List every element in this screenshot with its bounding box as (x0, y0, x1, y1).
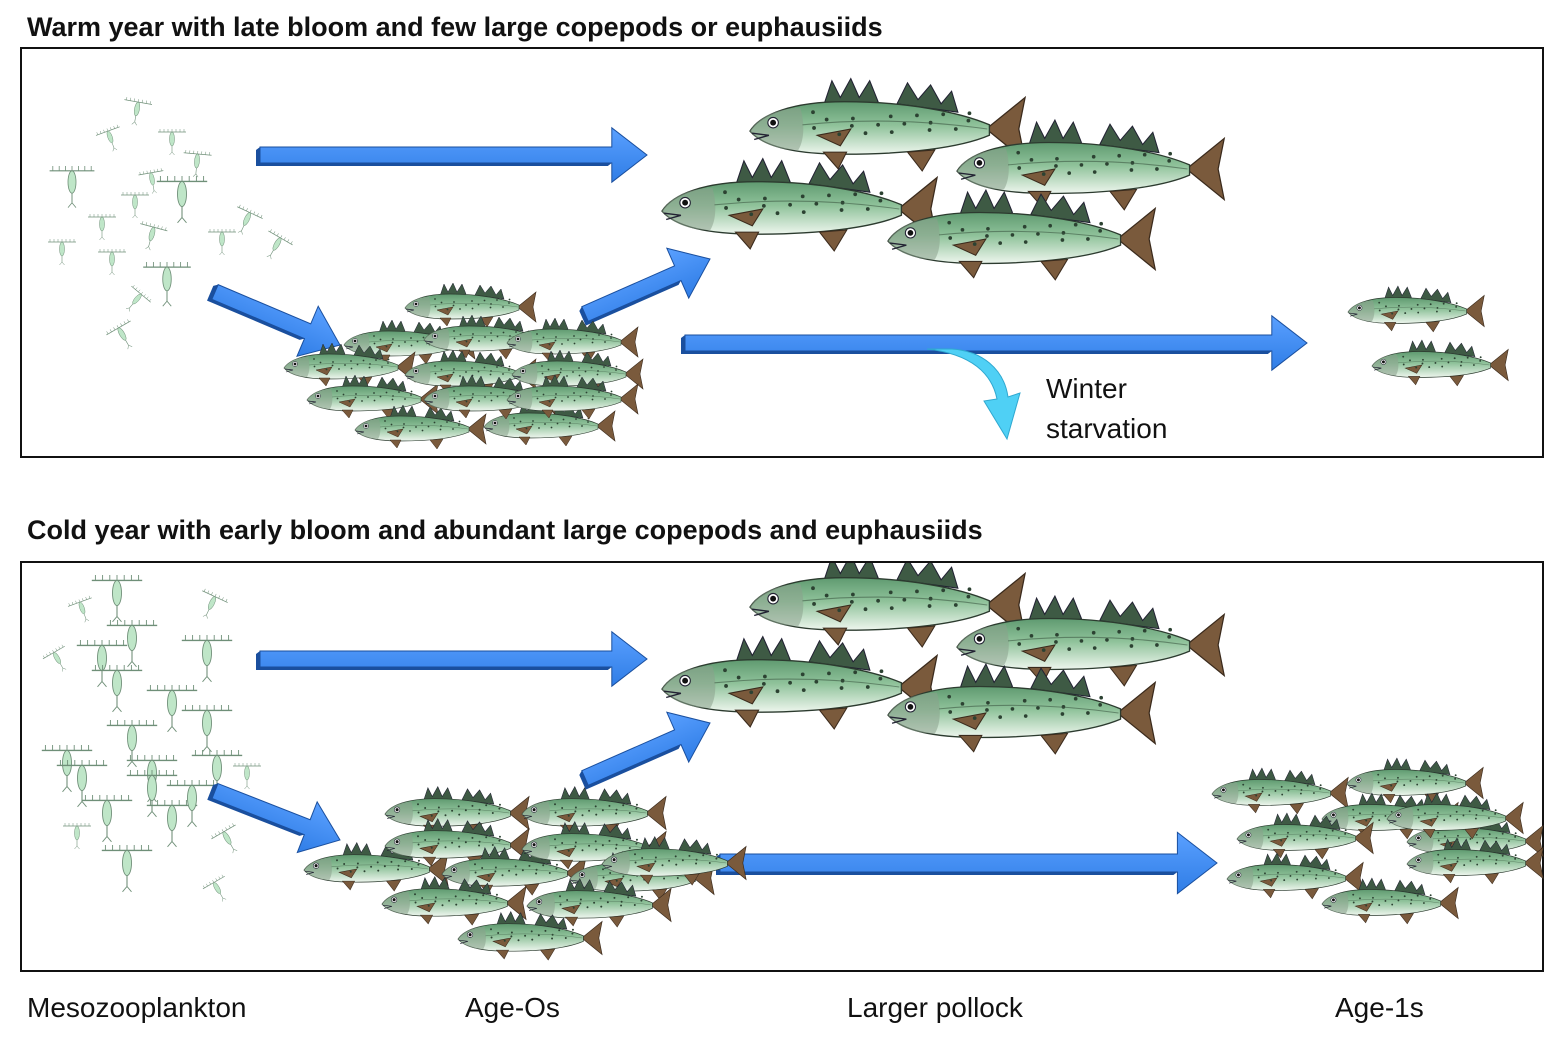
arrow-age0-to-age1 (716, 831, 1218, 895)
copepod-icon (49, 165, 95, 208)
copepod-icon (41, 744, 93, 793)
copepod-icon (124, 97, 153, 126)
copepod-icon (81, 794, 133, 843)
copepod-icon (181, 634, 233, 683)
copepod-icon (237, 204, 263, 235)
cold-year-diagram (41, 563, 1544, 961)
age0-fish-icon (404, 282, 537, 328)
age0-fish-icon (506, 317, 639, 363)
age0-fish-icon (381, 875, 527, 926)
arrow-zooplankton-to-larger (256, 630, 648, 688)
age0-fish-icon (511, 349, 644, 395)
copepod-icon (95, 124, 120, 152)
arrow-age0-to-larger (579, 247, 711, 326)
age1-label: Age-1s (1335, 992, 1424, 1023)
age0-fish-icon (601, 835, 747, 886)
copepod-icon (126, 769, 178, 818)
copepod-icon (211, 823, 238, 854)
cold-year-panel (20, 561, 1544, 972)
copepod-icon (56, 759, 108, 808)
age1-fish-icon (1226, 852, 1364, 900)
copepod-icon (91, 664, 143, 713)
age1-fish-icon (1321, 877, 1459, 925)
copepod-icon (42, 644, 67, 672)
arrow-age0-to-larger (579, 711, 711, 790)
copepod-icon (91, 574, 143, 623)
age0-fish-icon (457, 910, 603, 961)
larger-pollock-fish-icon (887, 662, 1157, 755)
copepod-icon (106, 719, 158, 768)
winter-starvation-arrow (926, 348, 1021, 441)
age0-fish-icon (423, 374, 556, 420)
copepod-icon (208, 229, 236, 256)
age0-fish-icon (526, 877, 672, 928)
copepod-icon (166, 779, 218, 828)
copepod-icon (143, 261, 191, 307)
copepod-icon (202, 588, 228, 619)
copepod-icon (140, 221, 168, 251)
age0-fish-icon (354, 404, 487, 450)
larger-pollock-fish-icon (749, 77, 1027, 172)
copepod-icon (98, 249, 126, 276)
age1-fish-icon (1211, 767, 1349, 815)
copepod-icon (121, 192, 149, 219)
mesozooplankton-label: Mesozooplankton (27, 992, 247, 1023)
larger-pollock-fish-icon (956, 118, 1226, 211)
larger-pollock-fish-icon (661, 157, 939, 252)
age0-fish-icon (283, 342, 416, 388)
larger-pollock-fish-icon (661, 635, 939, 730)
arrow-zooplankton-to-larger (256, 126, 648, 184)
age0-label: Age-Os (465, 992, 560, 1023)
age1-fish-icon (1347, 285, 1485, 333)
arrow-zooplankton-to-age0 (207, 283, 341, 358)
arrow-age0-to-age1 (681, 314, 1308, 372)
age1-fish-icon (1236, 812, 1374, 860)
larger-pollock-fish-icon (956, 594, 1226, 687)
copepod-icon (158, 129, 186, 156)
larger-pollock-fish-icon (887, 188, 1157, 281)
copepod-icon (183, 149, 212, 178)
arrow-zooplankton-to-age0 (207, 782, 341, 854)
copepod-icon (191, 749, 243, 798)
copepod-icon (88, 214, 116, 241)
age1-fish-icon (1371, 339, 1509, 387)
warm-year-title: Warm year with late bloom and few large … (27, 12, 883, 42)
warm-year-panel: Winter starvation (20, 47, 1544, 458)
age1-fish-icon (1386, 792, 1524, 840)
warm-year-diagram (48, 77, 1509, 450)
copepod-icon (76, 639, 128, 688)
age0-fish-icon (506, 374, 639, 420)
copepod-icon (146, 684, 198, 733)
copepod-icon (202, 874, 227, 902)
copepod-icon (181, 704, 233, 753)
copepod-icon (48, 239, 76, 266)
copepod-icon (266, 229, 293, 260)
age1-fish-icon (1346, 757, 1484, 805)
copepod-icon (125, 285, 152, 312)
winter-starvation-label: Winter starvation (1046, 369, 1167, 449)
age1-fish-icon (1406, 837, 1544, 885)
age0-fish-icon (384, 785, 530, 836)
copepod-icon (101, 844, 153, 893)
larger-pollock-label: Larger pollock (847, 992, 1023, 1023)
copepod-icon (106, 619, 158, 668)
age0-fish-icon (521, 785, 667, 836)
copepod-icon (67, 595, 92, 623)
cold-year-title: Cold year with early bloom and abundant … (27, 515, 983, 545)
age0-fish-icon (441, 845, 587, 896)
copepod-icon (106, 319, 133, 350)
winter-label: Winter (1046, 373, 1127, 404)
copepod-icon (63, 823, 91, 850)
copepod-icon (233, 763, 261, 790)
copepod-icon (156, 175, 208, 224)
copepod-icon (138, 168, 164, 194)
starvation-label: starvation (1046, 413, 1168, 444)
larger-pollock-fish-icon (749, 563, 1027, 648)
